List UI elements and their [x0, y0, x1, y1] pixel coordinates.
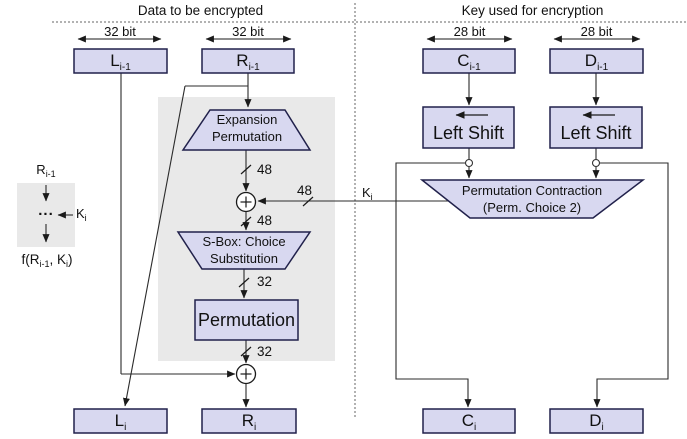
label-left-shift-d: Left Shift: [560, 123, 632, 143]
wire-r-to-lnext-diagonal: [122, 85, 186, 407]
d-branch-node-icon: [591, 158, 601, 168]
label-permutation: Permutation: [197, 310, 296, 330]
section-title-data: Data to be encrypted: [137, 3, 264, 18]
box-r-next: [201, 408, 297, 434]
wire-label-32-sbox: 32: [257, 274, 273, 289]
bus-label-l: 32 bit: [104, 24, 136, 39]
bus-label-c: 28 bit: [453, 24, 486, 39]
wire-c-loop: [395, 162, 472, 408]
box-permutation: [194, 299, 299, 341]
box-c-next: [422, 408, 516, 434]
wire-label-32-perm: 32: [257, 344, 273, 359]
bus-label-d: 28 bit: [580, 24, 613, 39]
bus-slashes: [238, 164, 314, 357]
label-sbox: S-Box: Choice Substitution: [178, 234, 310, 267]
label-expansion-permutation: Expansion Permutation: [190, 112, 304, 145]
trapezoid-perm-choice-2: [419, 179, 646, 219]
slash-32-perm: [240, 346, 252, 357]
label-perm-choice-2: Permutation Contraction (Perm. Choice 2): [432, 183, 632, 216]
box-l-prev: [73, 48, 168, 74]
wire-label-48-xor1: 48: [257, 213, 273, 228]
register-c-next: Ci: [461, 411, 477, 433]
register-r-next: Ri: [241, 411, 257, 433]
label-left-shift-c: Left Shift: [432, 123, 505, 143]
register-l-prev: Li-1: [110, 51, 131, 73]
slash-48-xor1: [240, 216, 252, 227]
trapezoid-expansion-permutation: [181, 109, 312, 151]
register-l-next: Li: [114, 411, 127, 433]
section-title-key: Key used for encryption: [461, 3, 604, 18]
pc2-line2: (Perm. Choice 2): [482, 199, 582, 215]
register-d-next: Di: [589, 411, 604, 433]
wire-d-loop: [593, 162, 669, 408]
register-d-prev: Di-1: [584, 51, 609, 73]
box-c-prev: [422, 48, 516, 74]
box-l-next: [73, 408, 168, 434]
box-left-shift-c: [422, 106, 515, 149]
box-r-prev: [201, 48, 295, 74]
wire-label-ki: Ki: [362, 185, 373, 202]
box-d-next: [549, 408, 644, 434]
c-branch-node-icon: [464, 158, 474, 168]
mini-label-r-prev: Ri-1: [36, 162, 56, 179]
mini-label-f-output: f(Ri-1, Ki): [21, 252, 73, 269]
register-r-prev: Ri-1: [236, 51, 260, 73]
mini-dots: ...: [38, 202, 54, 219]
wire-label-48-key: 48: [297, 183, 313, 198]
expansion-line1: Expansion: [216, 112, 278, 127]
slash-48-key: [302, 196, 314, 207]
mini-f-arrows: [42, 185, 73, 243]
slash-48-expansion: [240, 164, 252, 175]
sbox-line2: Substitution: [210, 250, 278, 266]
register-c-prev: Ci-1: [457, 51, 481, 73]
box-d-prev: [549, 48, 644, 74]
box-left-shift-d: [549, 106, 643, 149]
bus-label-r: 32 bit: [232, 24, 264, 39]
xor-feistel-output: [235, 363, 257, 385]
expansion-line2: Permutation: [211, 128, 283, 144]
sbox-line1: S-Box: Choice: [202, 234, 286, 249]
pc2-line1: Permutation Contraction: [461, 183, 603, 198]
slash-32-sbox: [238, 277, 250, 288]
xor-key-mix: [235, 191, 257, 213]
mini-label-ki: Ki: [76, 206, 87, 223]
wire-label-48-expansion: 48: [257, 162, 273, 177]
trapezoid-sbox: [176, 231, 312, 270]
